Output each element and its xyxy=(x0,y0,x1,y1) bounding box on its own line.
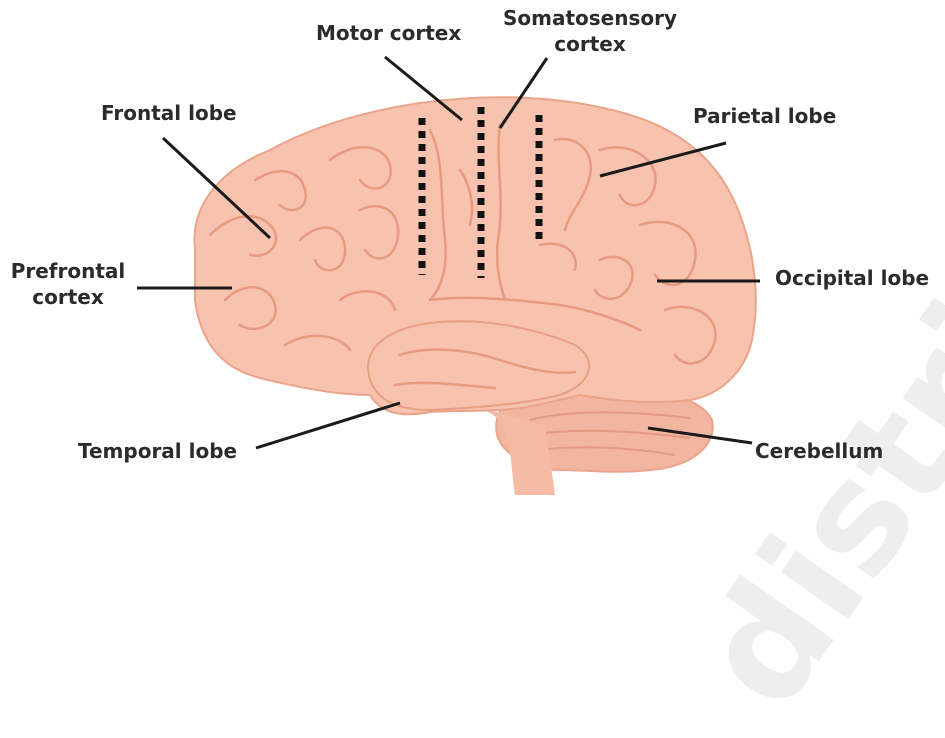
label-parietal-lobe: Parietal lobe xyxy=(693,103,836,129)
leader-temporal xyxy=(256,403,400,448)
label-occipital-lobe: Occipital lobe xyxy=(775,265,929,291)
label-somatosensory-line1: Somatosensory xyxy=(495,5,685,31)
brain-diagram: distribute Motor cortex Somatosensory co… xyxy=(0,0,945,504)
label-prefrontal-line2: cortex xyxy=(8,284,128,310)
label-cerebellum: Cerebellum xyxy=(755,438,883,464)
label-somatosensory-line2: cortex xyxy=(495,31,685,57)
label-somatosensory-cortex: Somatosensory cortex xyxy=(495,5,685,57)
label-prefrontal-line1: Prefrontal xyxy=(8,258,128,284)
label-frontal-lobe: Frontal lobe xyxy=(101,100,237,126)
label-motor-cortex: Motor cortex xyxy=(316,20,461,46)
label-temporal-lobe: Temporal lobe xyxy=(78,438,237,464)
label-prefrontal-cortex: Prefrontal cortex xyxy=(8,258,128,310)
brain-illustration xyxy=(0,0,945,504)
